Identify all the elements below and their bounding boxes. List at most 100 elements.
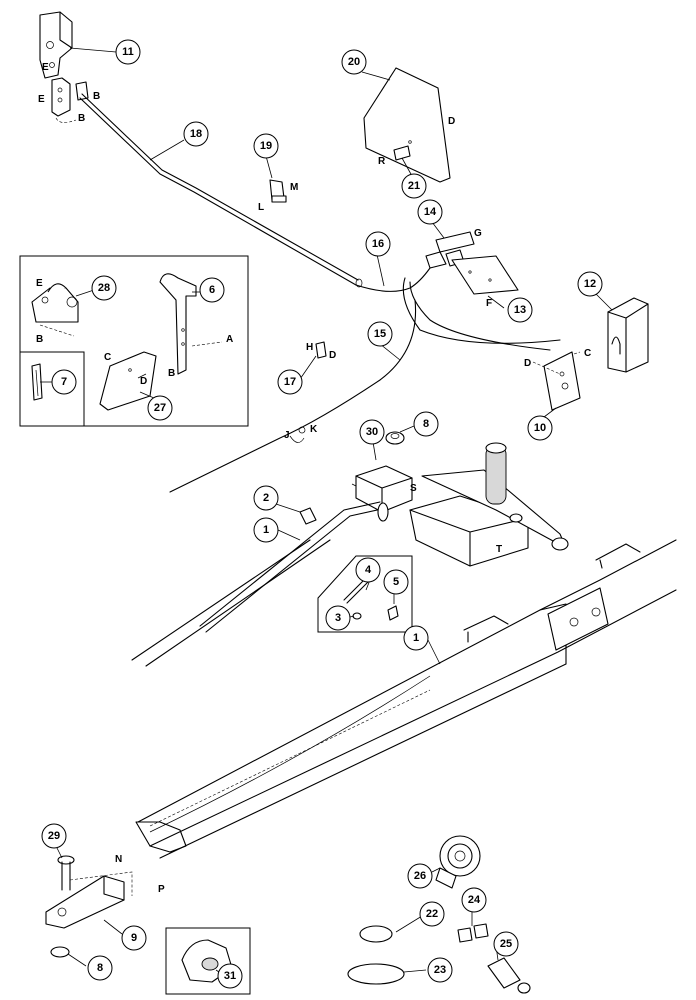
callout-7: 7 — [51, 369, 77, 395]
svg-text:16: 16 — [372, 238, 384, 250]
inset-box-pin — [317, 555, 413, 633]
callout-6: 6 — [199, 277, 225, 303]
svg-text:31: 31 — [224, 970, 236, 982]
callout-14: 14 — [417, 199, 443, 225]
svg-text:15: 15 — [374, 328, 386, 340]
part-20-shield — [363, 67, 451, 183]
label-b-6: B — [168, 368, 175, 379]
callout-19: 19 — [253, 133, 279, 159]
svg-text:18: 18 — [190, 128, 202, 140]
callout-18: 18 — [183, 121, 209, 147]
part-16-cable — [355, 267, 561, 351]
callout-1-lower: 1 — [403, 625, 429, 651]
callout-13: 13 — [507, 297, 533, 323]
callout-8-upper: 8 — [413, 411, 439, 437]
callout-25: 25 — [493, 931, 519, 957]
part-18-rod — [79, 93, 363, 288]
label-k-15: K — [310, 424, 318, 435]
label-g-14: G — [474, 228, 482, 239]
inset-box-upper — [19, 255, 249, 427]
svg-text:20: 20 — [348, 56, 360, 68]
label-b-11b: B — [78, 113, 85, 124]
svg-text:21: 21 — [408, 180, 420, 192]
part-19-clip — [269, 179, 287, 203]
part-2-clip — [299, 507, 317, 525]
callout-12: 12 — [577, 271, 603, 297]
callout-27: 27 — [147, 395, 173, 421]
callout-23: 23 — [427, 957, 453, 983]
svg-text:1: 1 — [413, 632, 419, 644]
callout-5: 5 — [383, 569, 409, 595]
part-1-frame — [135, 539, 677, 859]
label-e-11a: E — [42, 62, 49, 73]
svg-text:7: 7 — [61, 376, 67, 388]
label-b-11a: B — [93, 91, 100, 102]
callout-29: 29 — [41, 823, 67, 849]
svg-text:26: 26 — [414, 870, 426, 882]
svg-text:8: 8 — [97, 962, 103, 974]
part-24-clip — [457, 923, 489, 943]
svg-text:6: 6 — [209, 284, 215, 296]
callout-1-upper: 1 — [253, 517, 279, 543]
label-a-6: A — [226, 334, 233, 345]
svg-text:27: 27 — [154, 402, 166, 414]
part-29-pin — [57, 855, 75, 891]
label-d-17: D — [329, 350, 336, 361]
part-12-box — [607, 297, 649, 373]
svg-text:13: 13 — [514, 304, 526, 316]
label-s-30: S — [410, 483, 417, 494]
part-17-clip — [315, 341, 327, 359]
hitch-housing — [409, 442, 569, 567]
svg-text:22: 22 — [426, 908, 438, 920]
label-l-19: L — [258, 202, 264, 213]
part-22-ring — [359, 925, 393, 943]
part-8-nut-upper — [385, 431, 405, 445]
callout-24: 24 — [461, 887, 487, 913]
label-e-28: E — [36, 278, 43, 289]
label-t-30: T — [496, 544, 502, 555]
part-13-plate — [451, 255, 519, 295]
callout-4: 4 — [355, 557, 381, 583]
callout-22: 22 — [419, 901, 445, 927]
svg-text:17: 17 — [284, 376, 296, 388]
svg-text:25: 25 — [500, 938, 512, 950]
svg-text:14: 14 — [424, 206, 437, 218]
svg-text:1: 1 — [263, 524, 269, 536]
svg-text:5: 5 — [393, 576, 399, 588]
label-d-10: D — [524, 358, 531, 369]
label-f-13: F — [486, 298, 492, 309]
label-b-28: B — [36, 334, 43, 345]
label-h-17: H — [306, 342, 313, 353]
svg-text:29: 29 — [48, 830, 60, 842]
svg-text:8: 8 — [423, 418, 429, 430]
svg-text:3: 3 — [335, 612, 341, 624]
callout-10: 10 — [527, 415, 553, 441]
part-8-nut-lower — [50, 946, 70, 958]
svg-text:19: 19 — [260, 140, 272, 152]
label-m-19: M — [290, 182, 298, 193]
part-26-socket — [435, 835, 481, 889]
svg-text:30: 30 — [366, 426, 378, 438]
label-e-11b: E — [38, 94, 45, 105]
callout-3: 3 — [325, 605, 351, 631]
label-d-20: D — [448, 116, 455, 127]
svg-text:11: 11 — [122, 46, 134, 58]
part-15-cable — [169, 299, 417, 493]
callout-30: 30 — [359, 419, 385, 445]
svg-text:9: 9 — [131, 932, 137, 944]
svg-text:23: 23 — [434, 964, 446, 976]
part-25-plug — [487, 957, 531, 994]
svg-text:10: 10 — [534, 422, 546, 434]
callout-31: 31 — [217, 963, 243, 989]
callout-11: 11 — [115, 39, 141, 65]
part-30-bracket — [351, 465, 413, 513]
callout-21: 21 — [401, 173, 427, 199]
label-n-9: N — [115, 854, 122, 865]
callout-16: 16 — [365, 231, 391, 257]
callout-9: 9 — [121, 925, 147, 951]
callout-8-lower: 8 — [87, 955, 113, 981]
svg-text:2: 2 — [263, 492, 269, 504]
callout-26: 26 — [407, 863, 433, 889]
label-r-21: R — [378, 156, 386, 167]
